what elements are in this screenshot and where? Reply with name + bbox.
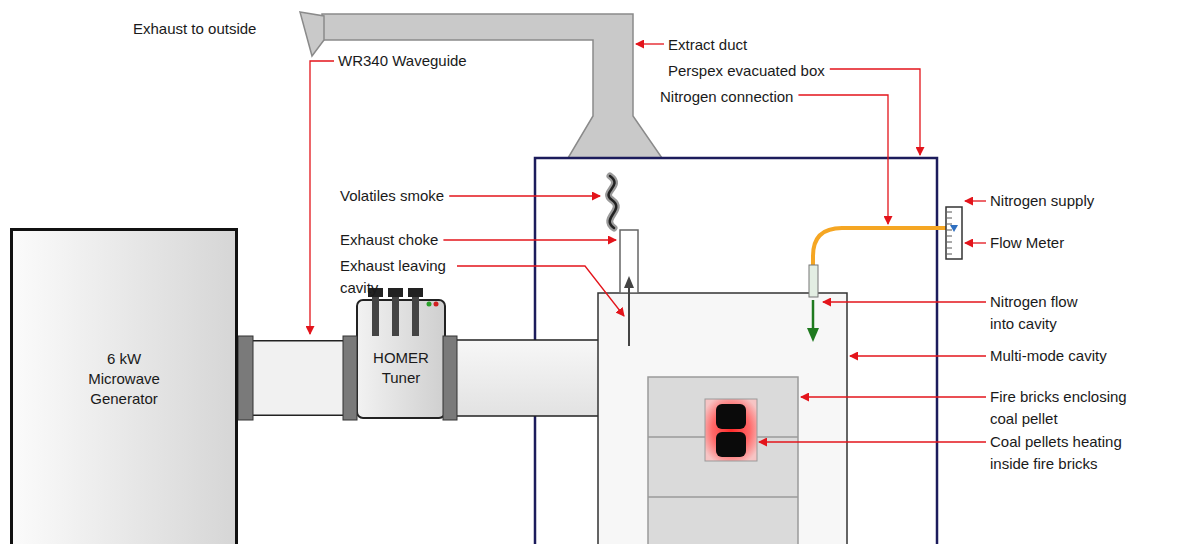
microwave-generator: 6 kW Microwave Generator — [10, 228, 238, 544]
nitrogen-hose — [813, 228, 948, 266]
flow-meter-tick — [947, 254, 952, 255]
flow-meter-tick — [947, 248, 952, 249]
leader-line — [798, 95, 888, 224]
part-label: Nitrogen supply — [990, 190, 1094, 212]
waveguide-connector — [238, 378, 357, 379]
tuner-knob — [392, 292, 399, 336]
part-label: Flow Meter — [990, 232, 1064, 254]
waveguide-outline — [238, 340, 357, 416]
exhaust-arrow — [624, 276, 634, 288]
leader-line — [965, 242, 986, 243]
part-label: Coal pellets heating inside fire bricks — [990, 431, 1145, 475]
leader-line — [830, 69, 920, 155]
flow-meter-tick — [947, 230, 952, 231]
flow-meter-tick — [947, 236, 952, 237]
part-label: Perspex evacuated box — [668, 60, 825, 82]
tuner-knob — [372, 292, 379, 336]
waveguide-body — [238, 342, 357, 415]
fire-bricks — [648, 377, 798, 544]
part-label: Multi-mode cavity — [990, 345, 1107, 367]
tuner-led — [427, 302, 432, 307]
leader-line — [449, 195, 600, 196]
flow-meter-tick — [947, 224, 952, 225]
flow-meter-float — [950, 225, 958, 232]
leader-line — [965, 200, 986, 201]
nitrogen-tube — [809, 265, 818, 297]
part-label: Fire bricks enclosing coal pellet — [990, 386, 1155, 430]
tuner-knob-cap — [388, 288, 403, 297]
part-label: Nitrogen connection — [660, 86, 793, 108]
pellet-hollow — [705, 399, 757, 461]
coal-pellet — [716, 432, 746, 457]
leader-line — [759, 441, 986, 442]
nitrogen-flow-arrow — [812, 300, 815, 330]
extract-duct — [322, 14, 662, 158]
node-label: 6 kW Microwave Generator — [78, 349, 170, 409]
leader-line — [801, 396, 986, 397]
leader-line — [457, 266, 624, 316]
exhaust-choke — [620, 230, 638, 293]
flow-meter-tick — [947, 218, 952, 219]
tuner-box: HOMER Tuner — [357, 300, 445, 418]
flow-meter-tick — [947, 212, 952, 213]
tuner-knob — [412, 292, 419, 336]
tuner-body — [357, 300, 445, 418]
brick-joint — [648, 496, 798, 498]
waveguide-flange — [443, 336, 457, 420]
waveguide-flange — [238, 336, 253, 420]
smoke — [609, 176, 617, 228]
leader-line — [636, 43, 664, 44]
flow-meter-tick — [947, 242, 952, 243]
exhaust-arrow — [628, 286, 630, 346]
leader-line — [443, 239, 616, 240]
nitrogen-flow-arrow — [807, 328, 819, 342]
coal-pellet — [716, 404, 746, 429]
waveguide — [455, 340, 600, 416]
waveguide-flange — [343, 336, 357, 420]
leader-line — [850, 355, 986, 356]
part-label: Exhaust leaving cavity — [340, 255, 465, 299]
leader-line — [823, 301, 986, 302]
leader-line — [310, 61, 334, 334]
node-label: HOMER Tuner — [368, 348, 434, 388]
tuner-led — [434, 302, 439, 307]
duct-outlet — [300, 12, 324, 56]
flow-meter — [946, 207, 962, 259]
tuner-knob-cap — [408, 288, 423, 297]
smoke — [609, 176, 617, 228]
part-label: Extract duct — [668, 34, 747, 56]
part-label: Exhaust to outside — [133, 18, 256, 40]
part-label: WR340 Waveguide — [338, 50, 467, 72]
part-label: Volatiles smoke — [340, 185, 444, 207]
part-label: Exhaust choke — [340, 229, 438, 251]
part-label: Nitrogen flow into cavity — [990, 291, 1100, 335]
